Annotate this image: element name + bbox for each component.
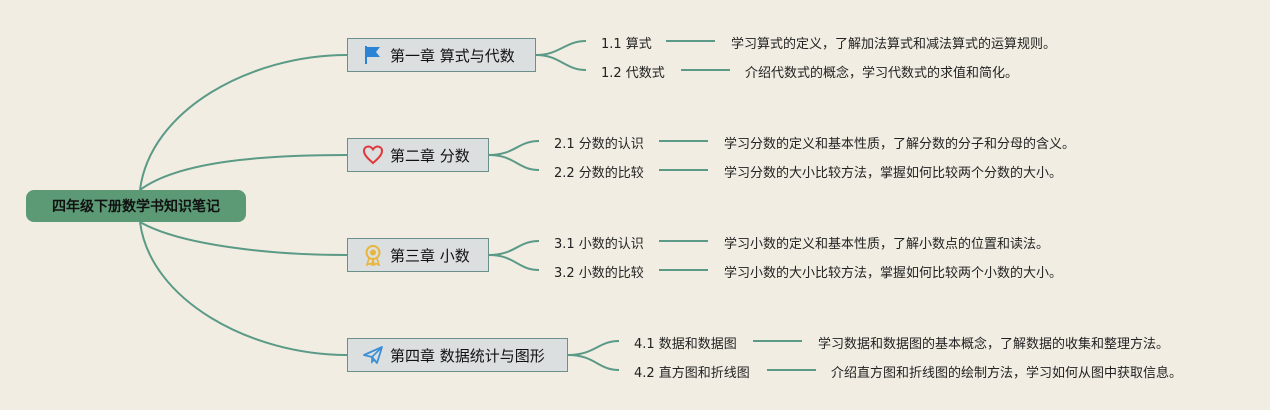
section-description: 学习小数的大小比较方法，掌握如何比较两个小数的大小。	[724, 266, 1063, 281]
section-title[interactable]: 2.2 分数的比较	[554, 166, 644, 181]
section-title[interactable]: 3.2 小数的比较	[554, 266, 644, 281]
paper-plane-icon	[362, 344, 384, 366]
section-description: 学习数据和数据图的基本概念，了解数据的收集和整理方法。	[818, 337, 1170, 352]
section-title[interactable]: 4.1 数据和数据图	[634, 337, 737, 352]
root-node[interactable]: 四年级下册数学书知识笔记	[26, 190, 246, 222]
chapter-label: 第二章 分数	[390, 146, 470, 165]
section-title[interactable]: 4.2 直方图和折线图	[634, 366, 750, 381]
root-label: 四年级下册数学书知识笔记	[52, 199, 220, 215]
section-title[interactable]: 1.2 代数式	[601, 66, 665, 81]
section-description: 介绍代数式的概念，学习代数式的求值和简化。	[745, 66, 1019, 81]
connector-ch4-s1	[567, 340, 620, 356]
connector-ch3-s2	[488, 254, 540, 271]
connector-root-ch2	[139, 154, 348, 191]
chapter-node-1[interactable]: 第一章 算式与代数	[347, 38, 536, 72]
section-description: 学习分数的定义和基本性质，了解分数的分子和分母的含义。	[724, 137, 1076, 152]
connector-root-ch1	[139, 54, 348, 191]
section-description: 学习小数的定义和基本性质，了解小数点的位置和读法。	[724, 237, 1050, 252]
connector-ch2-s1	[488, 140, 540, 156]
section-description: 学习分数的大小比较方法，掌握如何比较两个分数的大小。	[724, 166, 1063, 181]
connector-ch3-s1	[488, 240, 540, 256]
section-title[interactable]: 3.1 小数的认识	[554, 237, 644, 252]
connector-root-ch3	[139, 221, 348, 256]
chapter-label: 第三章 小数	[390, 246, 470, 265]
section-description: 学习算式的定义，了解加法算式和减法算式的运算规则。	[731, 37, 1057, 52]
connector-root-ch4	[139, 221, 348, 356]
chapter-label: 第一章 算式与代数	[390, 46, 515, 65]
connector-ch2-s2	[488, 154, 540, 171]
section-description: 介绍直方图和折线图的绘制方法，学习如何从图中获取信息。	[831, 366, 1183, 381]
connector-ch1-s1	[535, 40, 587, 56]
heart-icon	[362, 144, 384, 166]
chapter-node-2[interactable]: 第二章 分数	[347, 138, 489, 172]
medal-icon	[362, 244, 384, 266]
flag-icon	[362, 44, 384, 66]
chapter-node-4[interactable]: 第四章 数据统计与图形	[347, 338, 568, 372]
chapter-label: 第四章 数据统计与图形	[390, 346, 545, 365]
section-title[interactable]: 2.1 分数的认识	[554, 137, 644, 152]
section-title[interactable]: 1.1 算式	[601, 37, 652, 52]
connector-ch4-s2	[567, 354, 620, 371]
connector-ch1-s2	[535, 54, 587, 71]
chapter-node-3[interactable]: 第三章 小数	[347, 238, 489, 272]
